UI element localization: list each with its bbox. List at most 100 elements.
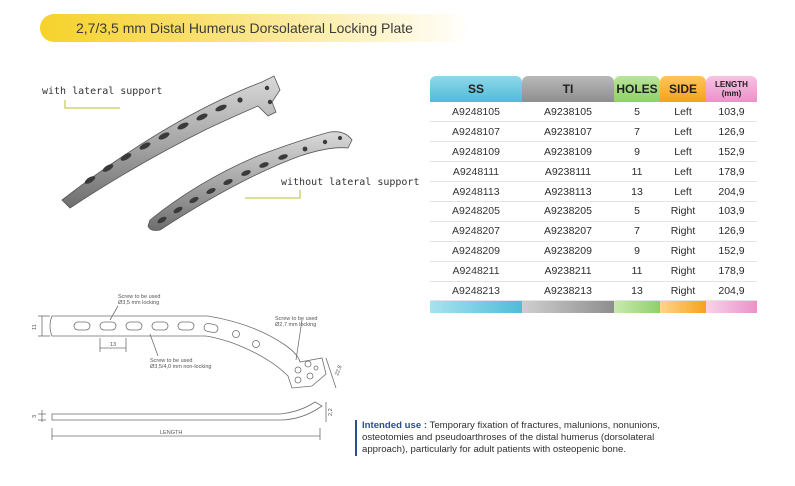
header-length-line1: LENGTH: [715, 80, 748, 89]
cell-side: Right: [660, 261, 706, 282]
cell-ss: A9248205: [430, 201, 522, 222]
cell-side: Right: [660, 201, 706, 222]
cell-ss: A9248209: [430, 241, 522, 262]
footer-length: [706, 300, 757, 313]
table-footer-bar: [430, 300, 757, 313]
plate-without-lateral-support: [147, 131, 353, 231]
cell-length: 103,9: [706, 201, 757, 222]
label-screw-mid-2: Ø3,5/4,0 mm non-locking: [150, 364, 211, 370]
label-screw-top-1: Screw to be used: [118, 294, 161, 300]
cell-ss: A9248213: [430, 281, 522, 302]
cell-ss: A9248211: [430, 261, 522, 282]
cell-ss: A9248107: [430, 121, 522, 143]
cell-ss: A9248113: [430, 181, 522, 202]
cell-holes: 13: [614, 181, 660, 202]
cell-ti: A9238211: [522, 261, 614, 282]
dim-thickness-end: 2,2: [328, 408, 334, 416]
cell-length: 103,9: [706, 102, 757, 123]
cell-ss: A9248105: [430, 102, 522, 123]
cell-side: Right: [660, 241, 706, 262]
title-banner: [40, 14, 470, 42]
cell-length: 152,9: [706, 241, 757, 262]
label-with-lateral-support: with lateral support: [42, 86, 163, 97]
cell-ti: A9238107: [522, 121, 614, 143]
cell-length: 204,9: [706, 181, 757, 202]
label-screw-top-2: Ø3,5 mm locking: [118, 300, 159, 306]
cell-ti: A9238207: [522, 221, 614, 242]
cell-ti: A9238205: [522, 201, 614, 222]
table-header-row: SS TI HOLES SIDE LENGTH (mm): [430, 76, 757, 102]
cell-side: Right: [660, 221, 706, 242]
cell-ti: A9238109: [522, 141, 614, 163]
footer-ss: [430, 300, 522, 313]
cell-ss: A9248109: [430, 141, 522, 163]
header-length: LENGTH (mm): [706, 76, 757, 102]
drawing-top-view: [49, 315, 327, 389]
intended-use-text: Temporary fixation of fractures, malunio…: [362, 420, 660, 455]
cell-length: 178,9: [706, 261, 757, 282]
dim-length: LENGTH: [160, 430, 182, 436]
cell-side: Left: [660, 121, 706, 143]
cell-ti: A9238111: [522, 161, 614, 183]
header-side: SIDE: [660, 76, 706, 102]
dim-pitch: 13: [110, 342, 116, 348]
cell-side: Left: [660, 141, 706, 163]
cell-holes: 7: [614, 121, 660, 143]
cell-length: 204,9: [706, 281, 757, 302]
header-ti: TI: [522, 76, 614, 102]
cell-ss: A9248111: [430, 161, 522, 183]
callout-line-without: [245, 190, 301, 199]
cell-side: Left: [660, 102, 706, 123]
header-length-line2: (mm): [721, 89, 742, 98]
label-without-lateral-support: without lateral support: [281, 177, 420, 188]
cell-side: Right: [660, 281, 706, 302]
dim-width: 11: [32, 324, 38, 330]
header-ss: SS: [430, 76, 522, 102]
cell-ss: A9248207: [430, 221, 522, 242]
footer-side: [660, 300, 706, 313]
plate-with-lateral-support: [61, 75, 281, 209]
cell-holes: 9: [614, 141, 660, 163]
dim-end: 22,8: [334, 365, 343, 377]
callout-line-lateral: [64, 100, 120, 109]
label-screw-right-1: Screw to be used: [275, 316, 318, 322]
technical-drawing: Screw to be used Ø3,5 mm locking Screw t…: [32, 294, 344, 440]
plate-illustrations: [61, 75, 353, 231]
cell-holes: 7: [614, 221, 660, 242]
dim-thickness: 3: [32, 415, 38, 418]
cell-length: 126,9: [706, 221, 757, 242]
cell-ti: A9238105: [522, 102, 614, 123]
drawing-side-view: [38, 401, 327, 440]
footer-holes: [614, 300, 660, 313]
cell-holes: 11: [614, 261, 660, 282]
footer-ti: [522, 300, 614, 313]
cell-ti: A9238213: [522, 281, 614, 302]
cell-holes: 9: [614, 241, 660, 262]
label-screw-right-2: Ø2,7 mm locking: [275, 322, 316, 328]
cell-holes: 11: [614, 161, 660, 183]
header-holes: HOLES: [614, 76, 660, 102]
cell-length: 152,9: [706, 141, 757, 163]
cell-side: Left: [660, 161, 706, 183]
cell-ti: A9238113: [522, 181, 614, 202]
intended-use-lead: Intended use :: [362, 420, 428, 431]
cell-length: 178,9: [706, 161, 757, 183]
cell-side: Left: [660, 181, 706, 202]
cell-holes: 5: [614, 102, 660, 123]
label-screw-mid-1: Screw to be used: [150, 358, 193, 364]
cell-holes: 5: [614, 201, 660, 222]
cell-ti: A9238209: [522, 241, 614, 262]
intended-use: Intended use : Temporary fixation of fra…: [355, 420, 675, 456]
cell-holes: 13: [614, 281, 660, 302]
